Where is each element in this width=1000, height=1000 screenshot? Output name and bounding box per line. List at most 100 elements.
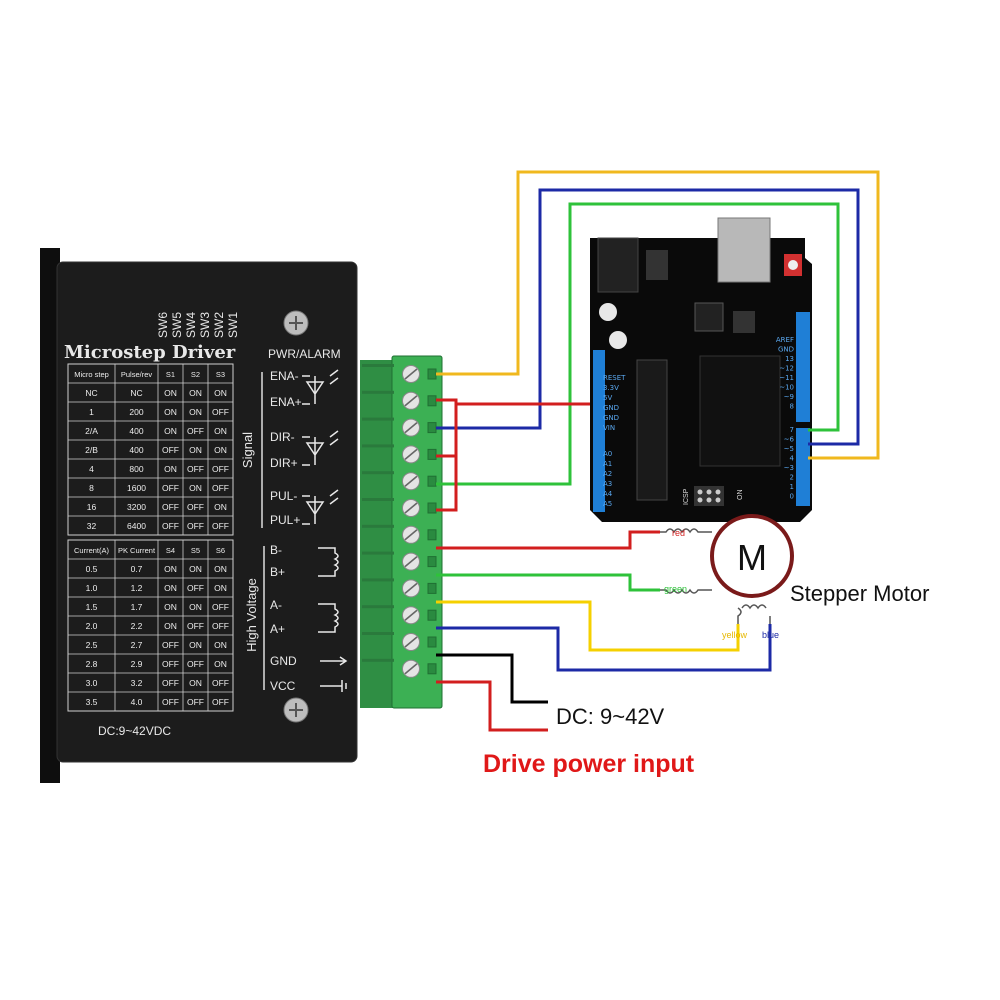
- microstep-table-cell: OFF: [187, 464, 204, 474]
- arduino-digital-pin: 7: [790, 426, 794, 434]
- current-table-cell: 1.0: [86, 583, 98, 593]
- switch-label: SW5: [170, 312, 184, 338]
- power-jack: [597, 237, 639, 293]
- microstep-table-cell: OFF: [212, 407, 229, 417]
- arduino-analog-pin: A1: [603, 460, 612, 468]
- arduino-digital-pin: 1: [790, 483, 794, 491]
- terminal-label: PUL-: [270, 489, 297, 503]
- motor-symbol: M: [737, 537, 767, 578]
- switch-label: SW6: [156, 312, 170, 338]
- arduino-power-pin: GND: [603, 404, 619, 412]
- arduino-digital-pin: ~10: [779, 384, 794, 392]
- current-table-cell: OFF: [187, 659, 204, 669]
- motor-wire-label-yellow: yellow: [722, 630, 748, 640]
- current-table-border: [67, 539, 234, 712]
- terminal-wire-slot: [427, 422, 437, 434]
- usb-port: [717, 217, 771, 283]
- arduino-analog-pin: A5: [603, 500, 612, 508]
- arduino-analog-pin: A3: [603, 480, 612, 488]
- microstep-table-header-cell: S1: [166, 370, 175, 379]
- current-table-cell: ON: [189, 564, 202, 574]
- motor-wire-label-blue: blue: [762, 630, 779, 640]
- arduino-power-pin: GND: [603, 414, 619, 422]
- driver-title: Microstep Driver: [64, 342, 236, 363]
- terminal-wire-slot: [427, 556, 437, 568]
- driver-dc-range: DC:9~42VDC: [98, 724, 171, 738]
- stepper-motor: M Stepper Motor red green yellow blue: [660, 514, 929, 640]
- terminal-wire-slot: [427, 448, 437, 460]
- voltage-regulator: [646, 250, 668, 280]
- current-table-cell: ON: [214, 564, 227, 574]
- current-table-cell: ON: [189, 678, 202, 688]
- terminal-label: DIR+: [270, 456, 298, 470]
- motor-label: Stepper Motor: [790, 581, 929, 606]
- terminal-wire-slot: [427, 368, 437, 380]
- microstep-table-cell: 400: [129, 445, 143, 455]
- current-table-cell: 3.0: [86, 678, 98, 688]
- current-table-header-cell: PK Current: [118, 546, 156, 555]
- current-table-cell: ON: [164, 602, 177, 612]
- terminal-label: GND: [270, 654, 297, 668]
- microstep-table-header-cell: Micro step: [74, 370, 109, 379]
- arduino-power-pin: 3.3V: [603, 384, 619, 392]
- current-table-cell: ON: [214, 583, 227, 593]
- arduino-analog-pin: A2: [603, 470, 612, 478]
- arduino-digital-pin: ~9: [784, 393, 794, 401]
- current-table-cell: 0.5: [86, 564, 98, 574]
- current-table-cell: 2.9: [131, 659, 143, 669]
- switch-label: SW4: [184, 312, 198, 338]
- wire-red-5v: [436, 398, 590, 512]
- microstep-table-cell: ON: [189, 483, 202, 493]
- current-table-cell: 2.8: [86, 659, 98, 669]
- arduino-digital-pin: 13: [785, 355, 794, 363]
- microstep-table-cell: 400: [129, 426, 143, 436]
- switch-label: SW2: [212, 312, 226, 338]
- microstep-table-cell: ON: [214, 502, 227, 512]
- arduino-digital-pin: 4: [790, 455, 795, 463]
- crystal: [694, 302, 724, 332]
- microstep-table-cell: NC: [130, 388, 142, 398]
- arduino-digital-pin: ~12: [779, 365, 794, 373]
- microstep-table-cell: 2/A: [85, 426, 98, 436]
- microstep-table-cell: OFF: [187, 426, 204, 436]
- terminal-label: ENA+: [270, 395, 302, 409]
- icsp-label: ICSP: [683, 488, 690, 505]
- motor-wire-label-red: red: [672, 528, 685, 538]
- coil-icons: [318, 547, 348, 692]
- microstep-table-header-cell: S2: [191, 370, 200, 379]
- atmega-chip: [636, 359, 668, 501]
- high-voltage-group-label: High Voltage: [244, 578, 259, 652]
- switch-label: SW3: [198, 312, 212, 338]
- top-right-header: [796, 312, 810, 422]
- terminal-label: ENA-: [270, 369, 299, 383]
- capacitor-1: [599, 303, 617, 321]
- current-table-header-cell: S4: [166, 546, 175, 555]
- microstep-table-cell: OFF: [212, 521, 229, 531]
- microstep-table-cell: ON: [214, 426, 227, 436]
- current-table-header-cell: Current(A): [74, 546, 110, 555]
- current-table-header-cell: S6: [216, 546, 225, 555]
- arduino-analog-pin: A4: [603, 490, 613, 498]
- microstep-table-cell: ON: [164, 388, 177, 398]
- microstep-table-cell: ON: [189, 407, 202, 417]
- microstep-table-cell: 8: [89, 483, 94, 493]
- terminal-wire-slot: [427, 395, 437, 407]
- current-table-cell: 2.2: [131, 621, 143, 631]
- current-table-cell: ON: [164, 564, 177, 574]
- arduino-digital-pin: ~11: [779, 374, 794, 382]
- current-table-header-cell: S5: [191, 546, 200, 555]
- current-table-cell: 2.0: [86, 621, 98, 631]
- current-table-cell: OFF: [212, 621, 229, 631]
- microstep-table-cell: 3200: [127, 502, 146, 512]
- microstep-table-cell: ON: [164, 426, 177, 436]
- wire-power-gnd: [436, 653, 548, 704]
- microstep-table-cell: OFF: [162, 521, 179, 531]
- motor-symbol-circle: [710, 514, 794, 598]
- current-table-cell: ON: [164, 583, 177, 593]
- arduino-analog-pin: A0: [603, 450, 612, 458]
- microstep-table-header-cell: S3: [216, 370, 225, 379]
